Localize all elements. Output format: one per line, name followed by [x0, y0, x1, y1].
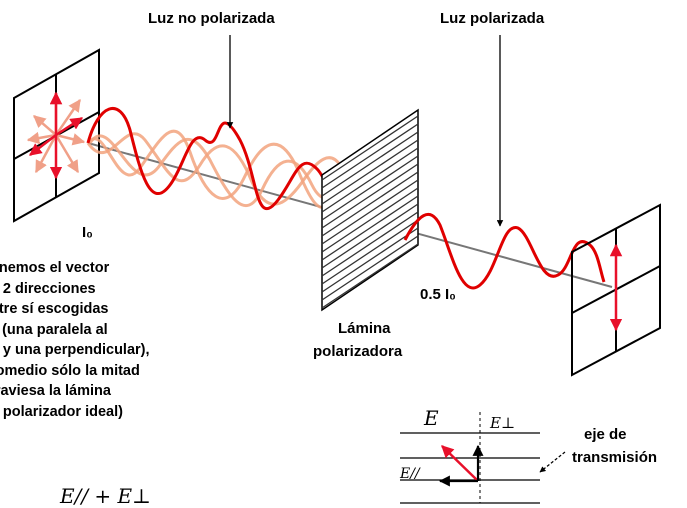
explanation-line: n polarizador ideal)	[0, 403, 123, 420]
unpolarized-wave-faded-c	[88, 134, 344, 207]
axis-pointer	[539, 451, 566, 473]
explanation-text: onemos el vector n 2 direcciones ntre sí…	[0, 258, 150, 422]
explanation-line: romedio sólo la mitad	[0, 362, 140, 379]
explanation-line: n 2 direcciones	[0, 280, 96, 297]
explanation-line: traviesa la lámina	[0, 383, 111, 399]
axis-label-line2: transmisión	[572, 449, 658, 466]
e-perp-label: E⊥	[490, 414, 516, 432]
explanation-line: ntre sí escogidas	[0, 301, 109, 317]
plate-label-line2: polarizadora	[313, 343, 403, 360]
vector-diagram	[400, 412, 566, 504]
i0-label: I₀	[82, 224, 93, 241]
axis-label-line1: eje de	[584, 426, 627, 443]
explanation-line: n y una perpendicular),	[0, 342, 150, 358]
plate-label-line1: Lámina	[338, 320, 391, 337]
unpolarized-label: Luz no polarizada	[148, 10, 275, 27]
e-vector-arrow	[441, 445, 479, 482]
unpolarized-field-arrows	[26, 91, 86, 180]
e-vector-label: E	[424, 406, 439, 430]
half-i0-label: 0.5 I₀	[420, 286, 456, 303]
explanation-line: e (una paralela al	[0, 321, 108, 338]
polarizing-plate	[321, 108, 419, 312]
polarized-label: Luz polarizada	[440, 10, 545, 27]
unpolarized-wave-main	[86, 107, 339, 210]
explanation-line: onemos el vector	[0, 260, 110, 276]
formula-label: E// + E⊥	[60, 484, 151, 508]
e-par-label: E//	[400, 466, 420, 482]
